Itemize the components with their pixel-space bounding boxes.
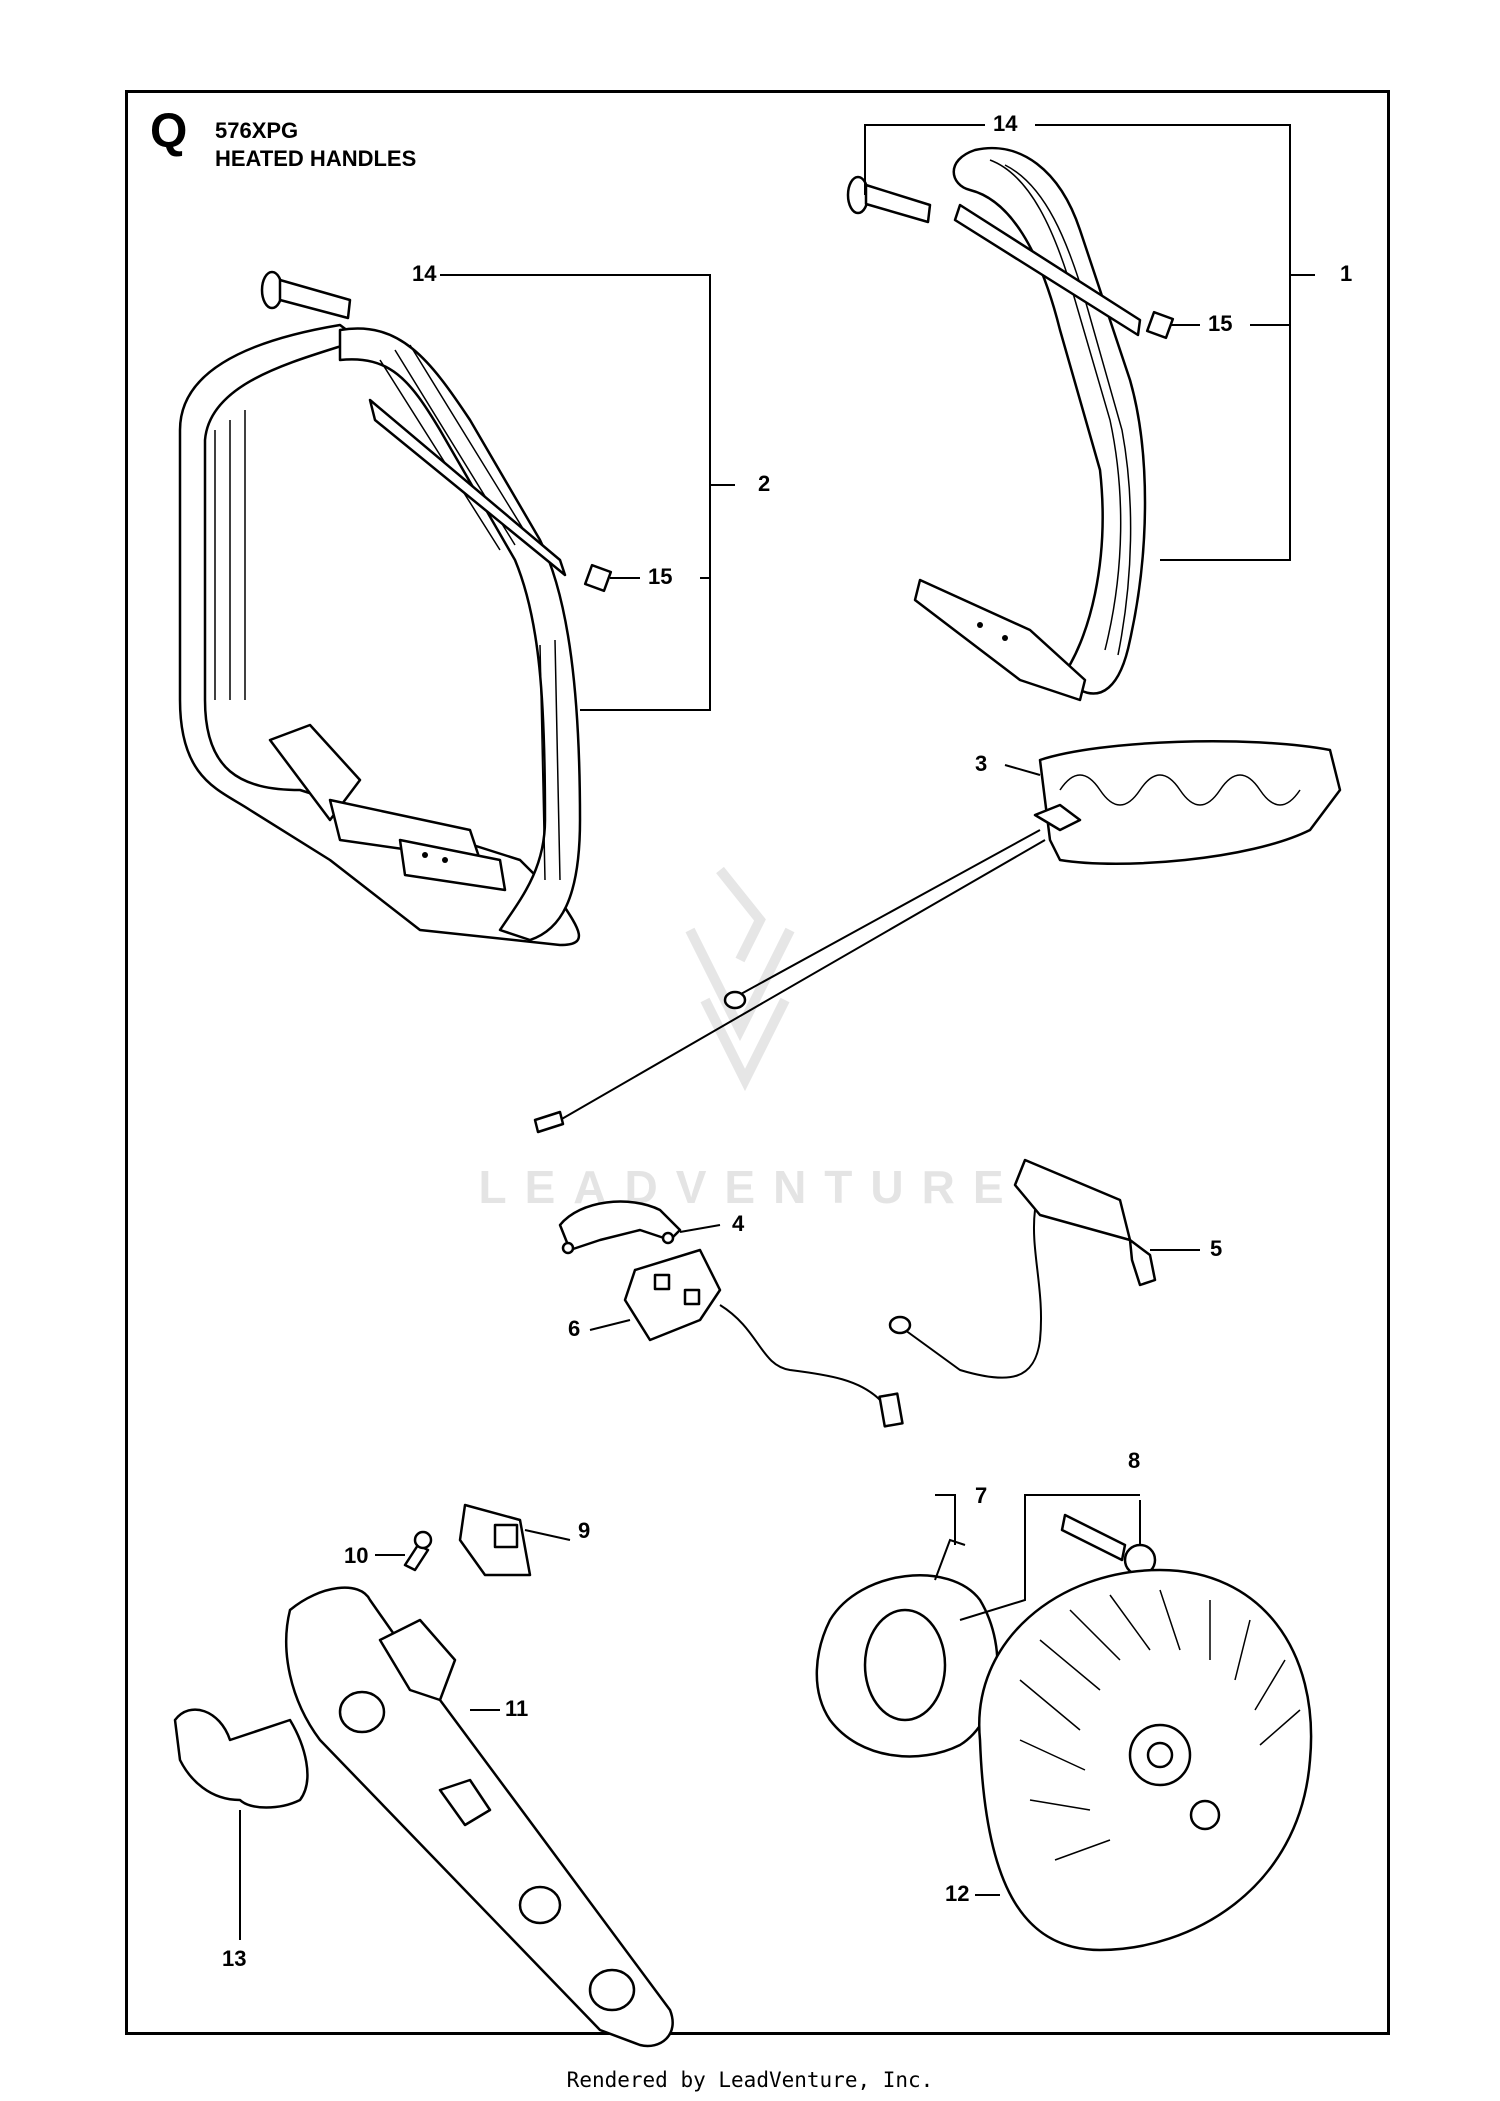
footer-credit: Rendered by LeadVenture, Inc. <box>566 2068 934 2092</box>
nut-part-right <box>1145 310 1175 340</box>
cover-part <box>173 1708 309 1809</box>
small-screw-part <box>403 1530 433 1572</box>
callout-1[interactable]: 1 <box>1340 261 1353 286</box>
handle-housing-part <box>285 1586 674 2048</box>
bolt-part-left <box>260 270 352 320</box>
front-handlebar-part <box>178 323 582 947</box>
flywheel-part <box>977 1568 1313 1952</box>
heating-element-part <box>533 740 1342 1134</box>
nut-part-left <box>583 563 613 593</box>
model-number: 576XPG <box>215 118 299 143</box>
screw-part <box>1060 1513 1157 1577</box>
diagram-title: HEATED HANDLES <box>215 146 417 171</box>
callout-7[interactable]: 7 <box>975 1483 988 1508</box>
section-letter: Q <box>150 105 188 158</box>
callout-14-right[interactable]: 14 <box>993 111 1018 136</box>
switch-wire-part <box>888 1158 1157 1379</box>
switch-part <box>458 1503 532 1577</box>
connector-part <box>623 1248 904 1428</box>
callout-11[interactable]: 11 <box>505 1696 529 1721</box>
callout-8[interactable]: 8 <box>1128 1448 1141 1473</box>
callout-13[interactable]: 13 <box>222 1946 247 1971</box>
callout-12[interactable]: 12 <box>945 1881 970 1906</box>
callout-6[interactable]: 6 <box>568 1316 581 1341</box>
callout-10[interactable]: 10 <box>344 1543 369 1568</box>
bracket-part <box>558 1200 682 1255</box>
callout-3[interactable]: 3 <box>975 751 988 776</box>
callout-14-left[interactable]: 14 <box>412 261 437 286</box>
callout-15-right[interactable]: 15 <box>1208 311 1233 336</box>
watermark-logo <box>685 866 795 1092</box>
watermark-text: LEADVENTURE <box>478 1161 1022 1213</box>
leader-lines <box>239 124 1315 1940</box>
coil-part <box>815 1538 999 1758</box>
callout-15-left[interactable]: 15 <box>648 564 673 589</box>
rear-handlebar-part <box>913 146 1147 702</box>
bolt-part-right <box>846 175 932 224</box>
callout-5[interactable]: 5 <box>1210 1236 1223 1261</box>
callout-9[interactable]: 9 <box>578 1518 591 1543</box>
callout-2[interactable]: 2 <box>758 471 771 496</box>
diagram-frame <box>125 90 1390 2035</box>
callout-4[interactable]: 4 <box>732 1211 745 1236</box>
